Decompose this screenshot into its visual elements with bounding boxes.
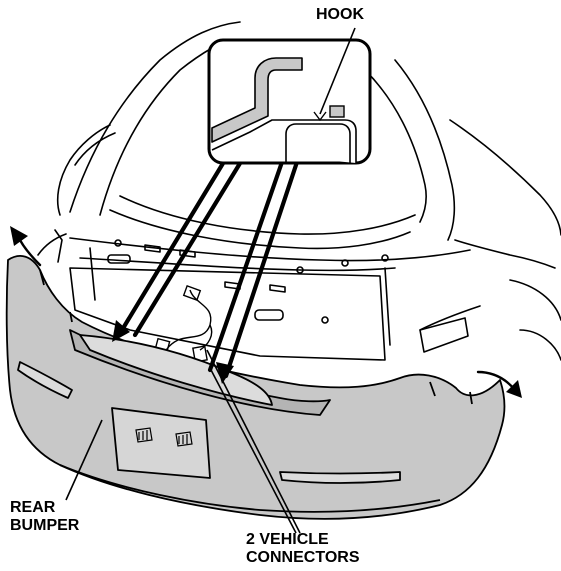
rear-bumper-label-line1: REAR (10, 499, 56, 516)
vehicle-connectors-label-line1: 2 VEHICLE (246, 531, 329, 548)
hook-leader-arrowheads (112, 320, 234, 384)
vehicle-connectors-label-line2: CONNECTORS (246, 549, 360, 566)
connectors-leader-line-1 (209, 367, 297, 534)
hook-label: HOOK (316, 6, 364, 23)
connector-symbols (135, 427, 193, 447)
hook-leader-lines (119, 157, 300, 379)
callout-leader-lines (65, 349, 301, 534)
vehicle-body (37, 21, 561, 361)
rear-bumper (5, 255, 506, 520)
arrowheads (10, 226, 522, 398)
rear-bumper-label: REAR BUMPER (10, 499, 79, 535)
vehicle-connectors-label: 2 VEHICLE CONNECTORS (246, 531, 360, 567)
rear-bumper-label-line2: BUMPER (10, 517, 80, 534)
hook-detail-inset (207, 27, 372, 165)
bumper-leader-line (65, 419, 103, 501)
connectors-leader-line-2 (206, 349, 301, 534)
